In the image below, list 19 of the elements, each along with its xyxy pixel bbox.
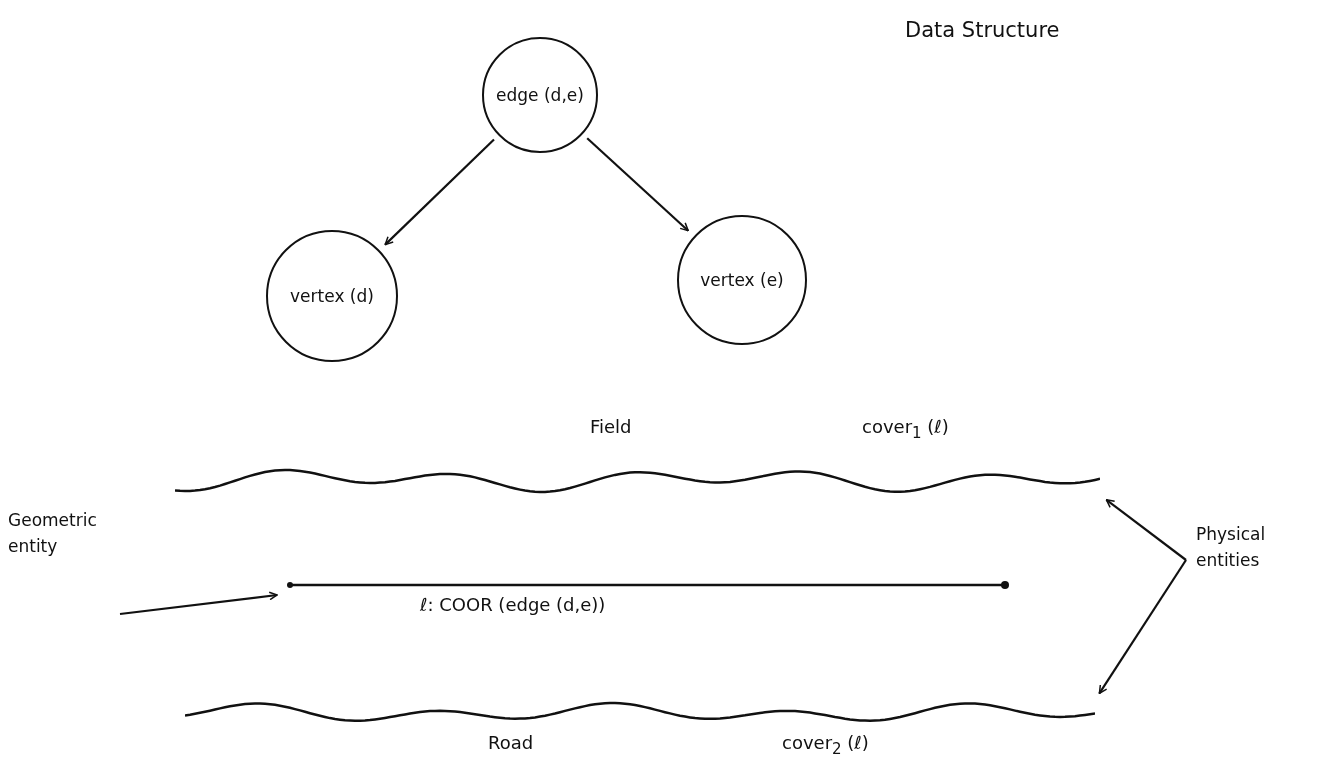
side-label: cover$_{2}$ (ℓ) <box>782 732 869 758</box>
diagram-title: Data Structure <box>905 18 1060 42</box>
arrow <box>1105 498 1187 561</box>
side-label: Field <box>590 416 632 437</box>
node-label: vertex (d) <box>290 286 374 306</box>
side-label: Road <box>488 732 534 753</box>
node-label: Geometric entity <box>8 510 97 556</box>
node-label: edge (d,e) <box>496 85 584 105</box>
arrow <box>384 138 495 246</box>
node-label: Physical entities <box>1196 524 1266 570</box>
node-label: vertex (e) <box>700 270 784 290</box>
circle-node <box>482 37 598 153</box>
circle-node <box>266 230 398 362</box>
side-label: cover$_{1}$ (ℓ) <box>862 416 949 442</box>
circle-node <box>677 215 807 345</box>
side-label: ℓ: COOR (edge (d,e)) <box>420 594 606 615</box>
arrow <box>1098 559 1187 695</box>
arrow <box>119 591 278 616</box>
arrow <box>586 137 689 232</box>
